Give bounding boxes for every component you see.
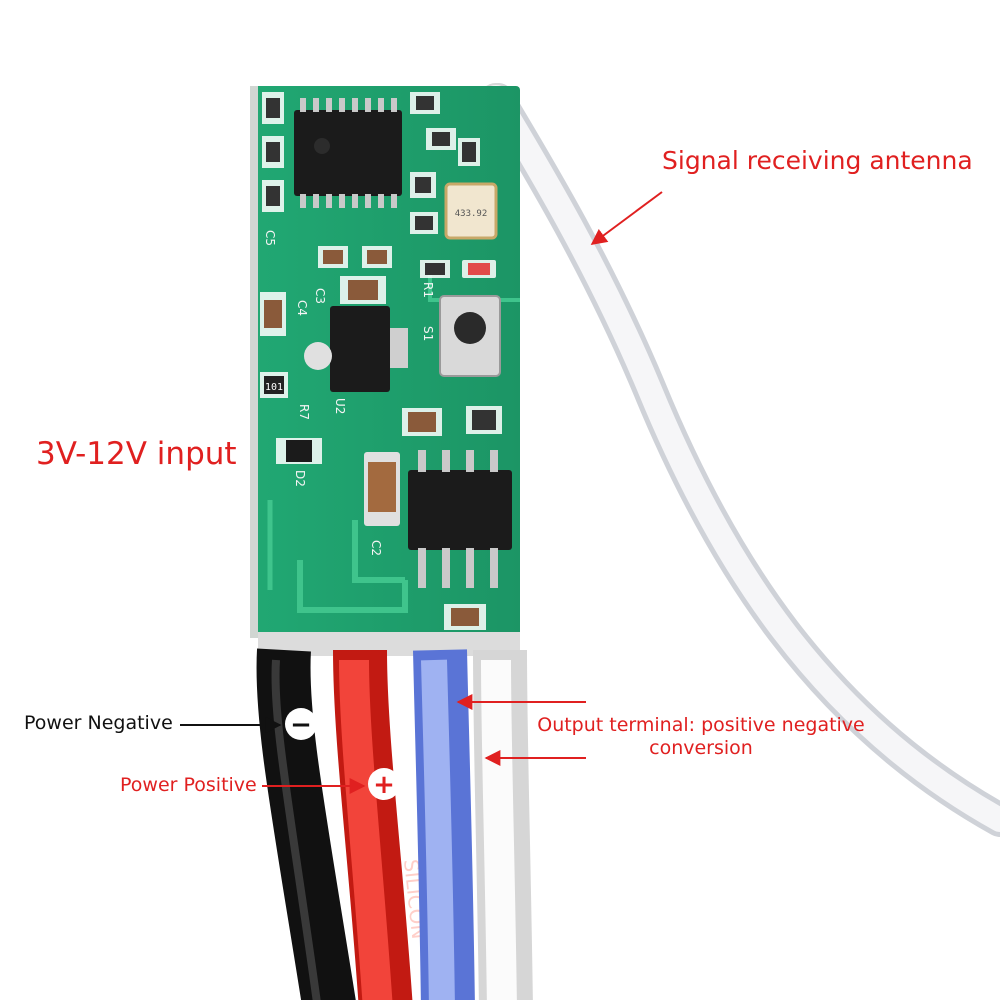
pcb-trace: [297, 560, 408, 613]
output-terminal-label: Output terminal: positive negative conve…: [537, 714, 865, 759]
silk-c2: C2: [369, 540, 383, 556]
pcb-left-edge-shade: [250, 86, 258, 638]
silk-r1: R1: [421, 282, 435, 298]
positive-symbol: +: [368, 768, 400, 800]
led-lens: [468, 263, 490, 275]
negative-sign: −: [290, 710, 312, 740]
crystal-oscillator: [444, 182, 498, 240]
tactile-switch-button: [454, 312, 486, 344]
tantalum-capacitor-body: [368, 462, 396, 512]
pcb-trace: [352, 520, 405, 583]
antenna-arrow: [590, 191, 663, 245]
silkscreen-labels: C5 C3 C4 R1 S1 R7 U2 D2 C2: [263, 230, 435, 556]
negative-symbol: −: [285, 708, 317, 740]
silk-r7: R7: [297, 404, 311, 420]
regulator-cap: [304, 342, 332, 370]
wire-white: [473, 649, 533, 1000]
input-voltage-label: 3V-12V input: [36, 436, 237, 472]
antenna-label: Signal receiving antenna: [662, 146, 973, 175]
power-positive-label: Power Positive: [120, 774, 257, 796]
silk-c4: C4: [295, 300, 309, 316]
wire-black: [256, 648, 356, 1000]
crystal-marking: 433.92: [455, 209, 488, 219]
silk-c3: C3: [313, 288, 327, 304]
ic-top-dot: [314, 138, 330, 154]
ic-top-pins: [300, 98, 397, 208]
diode-body: [286, 440, 312, 462]
resistor-marking: 101: [265, 382, 283, 393]
pcb-board: 433.92 C5 C3 C4 R1 S1 R7 U2: [250, 86, 520, 656]
power-negative-label: Power Negative: [24, 712, 173, 734]
voltage-regulator: [330, 306, 390, 392]
silk-c5: C5: [263, 230, 277, 246]
silk-u2: U2: [333, 398, 347, 414]
positive-sign: +: [373, 770, 395, 800]
antenna-wire-highlight: [486, 88, 1000, 832]
ic-top-chip: [294, 110, 402, 196]
ic-bottom-chip: [408, 470, 512, 550]
silk-d2: D2: [293, 470, 307, 487]
silk-s1: S1: [421, 326, 435, 341]
wire-blue: [413, 649, 475, 1000]
regulator-tab: [390, 328, 408, 368]
smd-components: [260, 92, 502, 630]
ic-bottom-pins: [418, 450, 498, 588]
